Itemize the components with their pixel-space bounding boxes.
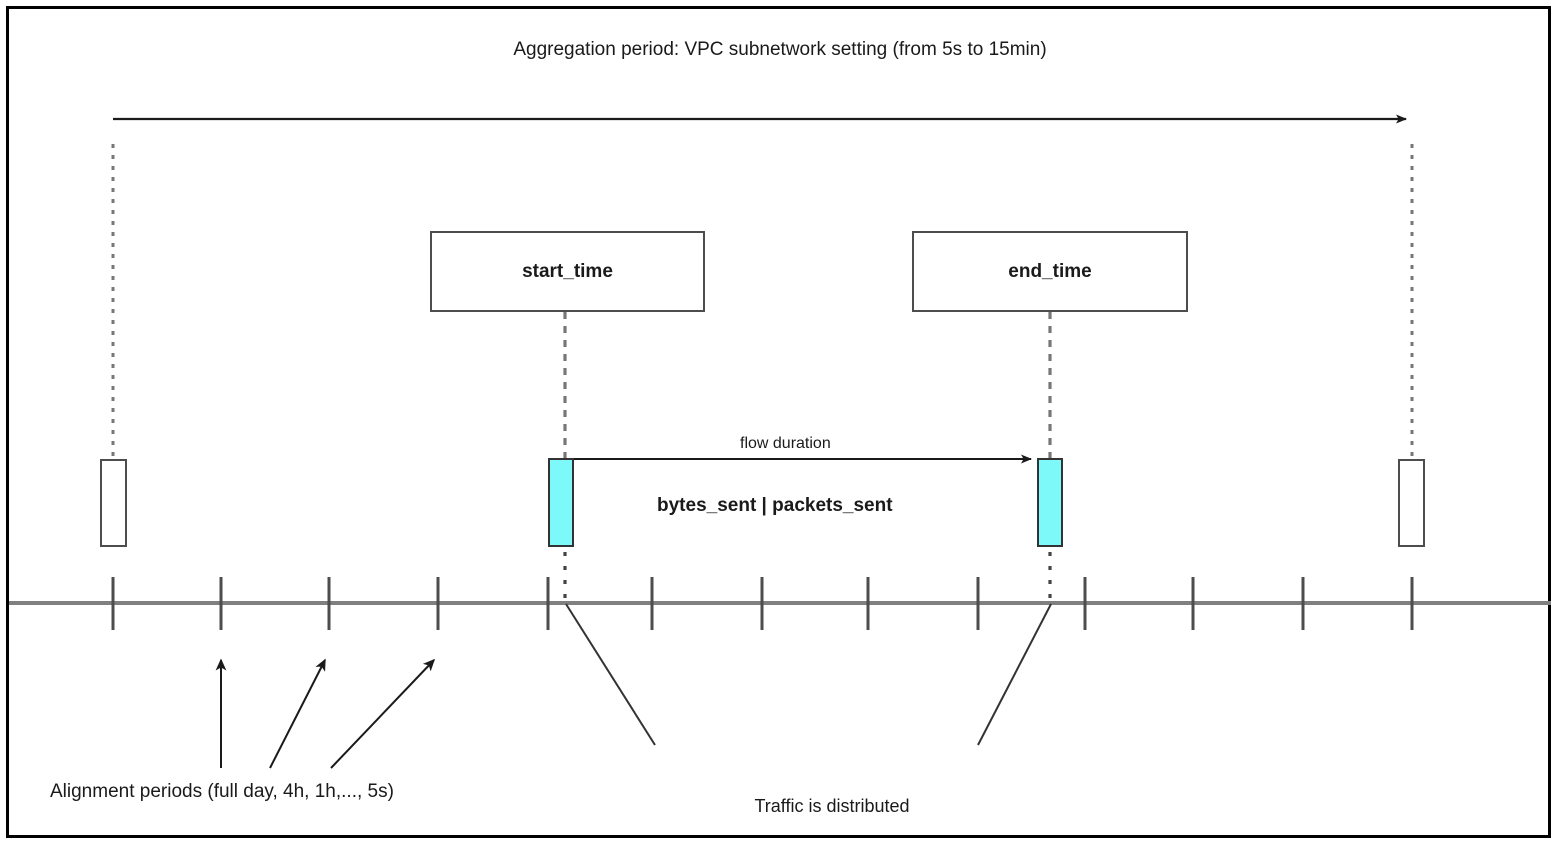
traffic-note-leader-lines — [565, 603, 1052, 746]
flow-duration-label: flow duration — [740, 435, 831, 452]
alignment-periods-label: Alignment periods (full day, 4h, 1h,...,… — [50, 781, 394, 802]
traffic-note-line-1: Traffic is distributed — [754, 796, 910, 816]
aggregation-start-marker — [100, 459, 127, 547]
page-title: Aggregation period: VPC subnetwork setti… — [513, 39, 1047, 60]
end-time-box: end_time — [912, 231, 1188, 312]
bytes-packets-label: bytes_sent | packets_sent — [657, 495, 893, 516]
alignment-period-callout-arrows — [215, 658, 436, 769]
diagram-frame — [6, 6, 1551, 838]
timeline-ticks — [111, 577, 1414, 630]
aggregation-end-marker — [1398, 459, 1425, 547]
traffic-note-label: Traffic is distributed proportionally am… — [707, 750, 957, 846]
start-time-box: start_time — [430, 231, 705, 312]
flow-start-marker — [548, 458, 574, 547]
flow-end-marker — [1037, 458, 1063, 547]
